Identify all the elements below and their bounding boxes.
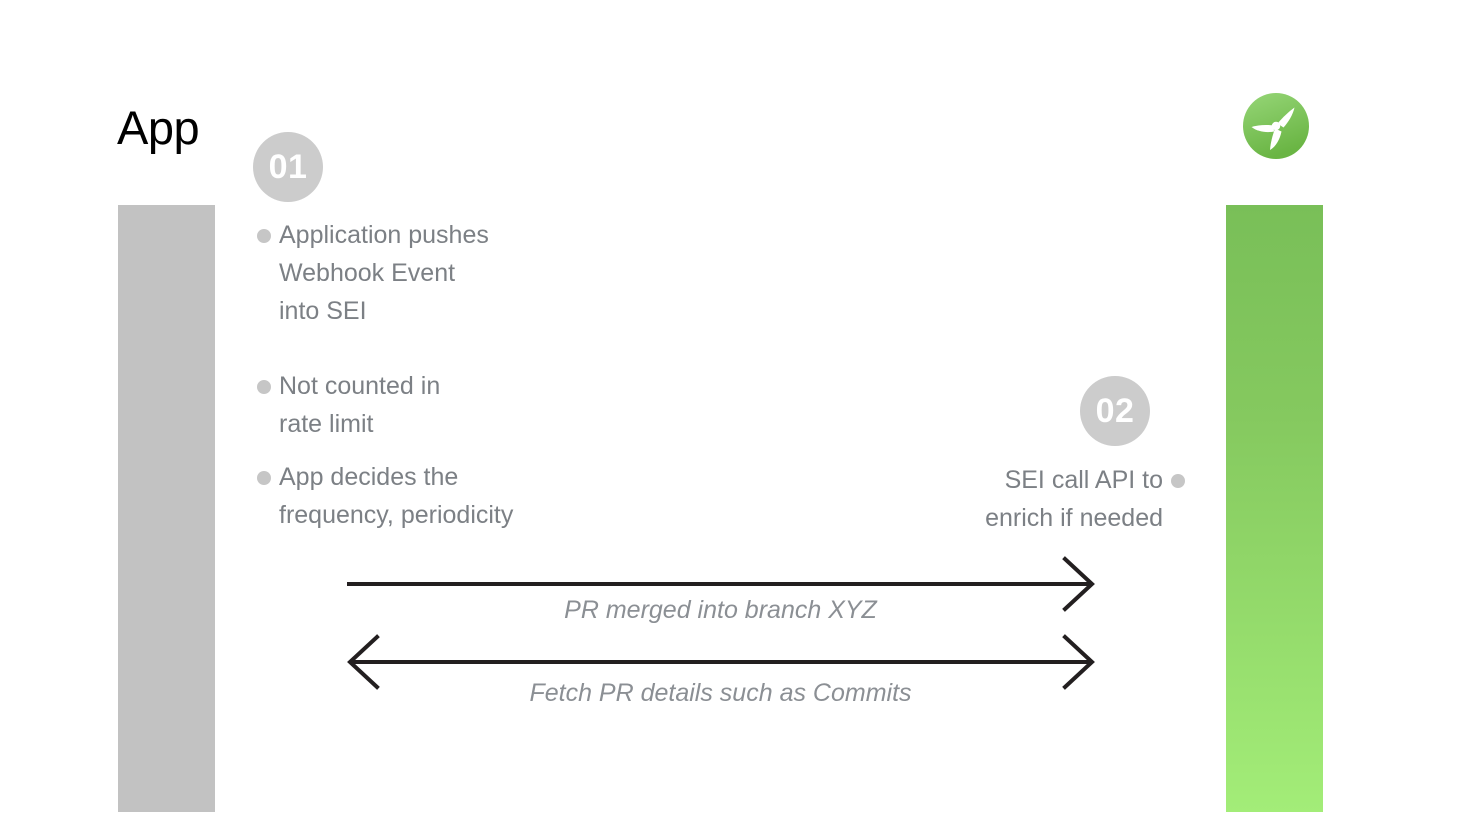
page-title: App <box>117 101 200 154</box>
bullet-group-left-1: Application pushes Webhook Event into SE… <box>257 216 677 330</box>
step-badge-01: 01 <box>253 132 323 202</box>
fetch-pr-details-arrow-label: Fetch PR details such as Commits <box>529 679 912 707</box>
harness-propeller-logo <box>1242 92 1310 160</box>
app-lifeline-bar <box>118 205 215 812</box>
list-item: Application pushes Webhook Event into SE… <box>257 216 677 330</box>
pr-merged-arrow <box>347 556 1095 612</box>
bullet-dot-icon <box>257 471 271 485</box>
list-item-label: Not counted in rate limit <box>279 372 441 438</box>
list-item-label: SEI call API to enrich if needed <box>985 466 1163 532</box>
list-item-label: Application pushes Webhook Event into SE… <box>279 221 489 325</box>
bullet-dot-icon <box>257 229 271 243</box>
pr-merged-arrow-label: PR merged into branch XYZ <box>564 596 877 624</box>
list-item: App decides the frequency, periodicity <box>257 458 737 534</box>
step-badge-02: 02 <box>1080 376 1150 446</box>
bullet-group-right-1: SEI call API to enrich if needed <box>700 461 1185 537</box>
sequence-arrows <box>347 556 1095 690</box>
bullet-group-left-3: App decides the frequency, periodicity <box>257 458 737 534</box>
list-item-label: App decides the frequency, periodicity <box>279 463 514 529</box>
fetch-pr-details-arrow <box>347 634 1095 690</box>
bullet-dot-icon <box>1171 474 1185 488</box>
list-item: SEI call API to enrich if needed <box>700 461 1185 537</box>
bullet-group-left-2: Not counted in rate limit <box>257 367 677 443</box>
list-item: Not counted in rate limit <box>257 367 677 443</box>
sei-lifeline-bar <box>1226 205 1323 812</box>
bullet-dot-icon <box>257 380 271 394</box>
